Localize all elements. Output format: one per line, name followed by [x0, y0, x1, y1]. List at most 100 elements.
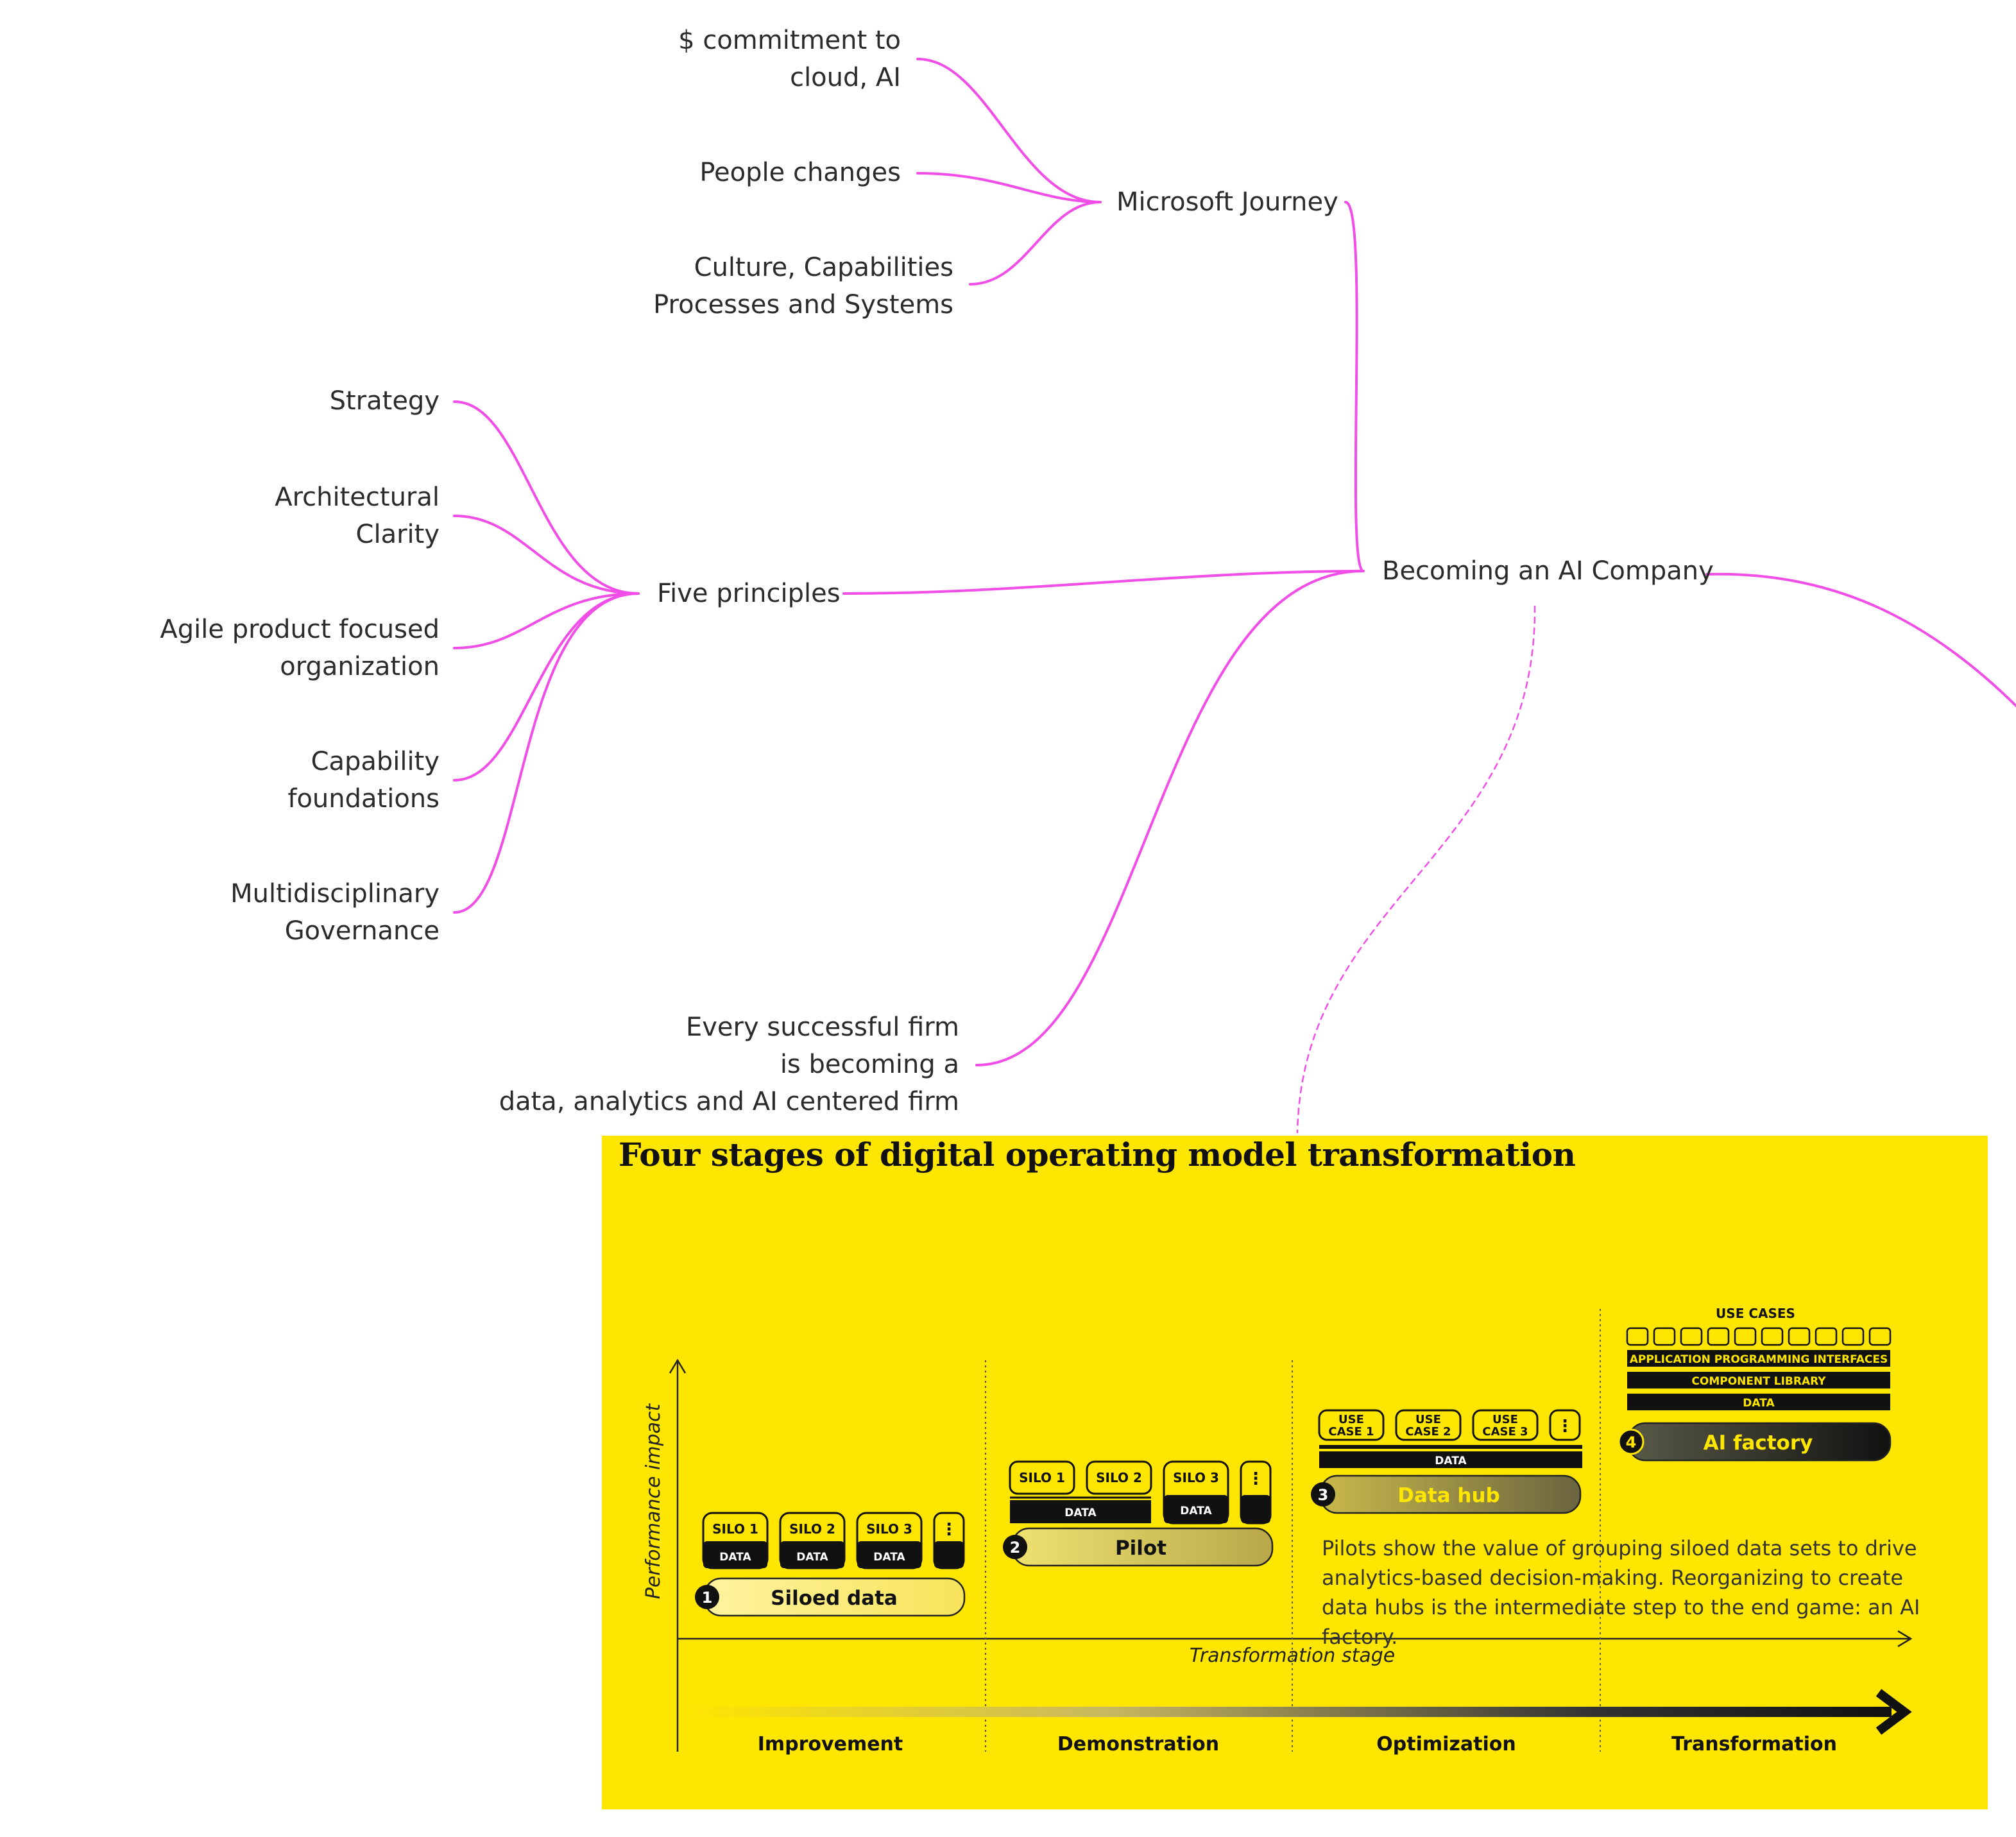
layer-api: [1627, 1350, 1890, 1367]
node-line: Architectural: [275, 483, 440, 512]
x-axis-arrow: [1897, 1630, 1913, 1648]
stage-data-hub[interactable]: USE CASE 1 USE CASE 2 USE CASE 3 ⋮ DATA: [1311, 1409, 1582, 1514]
node-multidisciplinary-governance[interactable]: Multidisciplinary Governance: [230, 875, 440, 950]
connector-root-offscreen: [1705, 572, 2016, 707]
phase-demonstration: Demonstration: [1057, 1733, 1219, 1756]
use-case-3: USE CASE 3: [1472, 1409, 1539, 1441]
y-axis-label: Performance impact: [642, 1403, 665, 1600]
node-microsoft-journey[interactable]: Microsoft Journey: [1116, 184, 1338, 221]
stage-number: 4: [1626, 1433, 1637, 1451]
stage-number-badge: [695, 1585, 719, 1609]
stage-number: 2: [1010, 1539, 1021, 1557]
connector-group: [453, 58, 2016, 1134]
stage-number-badge: [1003, 1535, 1027, 1559]
node-line: organization: [280, 652, 440, 681]
use-case-line: CASE 2: [1405, 1425, 1451, 1439]
node-line: Culture, Capabilities: [694, 253, 953, 282]
use-case-1: USE CASE 1: [1318, 1409, 1385, 1441]
node-agile-organization[interactable]: Agile product focused organization: [160, 611, 440, 685]
use-case-line: USE: [1338, 1413, 1364, 1426]
node-line: People changes: [699, 158, 901, 187]
layer-data: [1627, 1394, 1890, 1410]
stage-name: Pilot: [1115, 1537, 1166, 1560]
infographic-description: Pilots show the value of grouping siloed…: [1322, 1536, 1920, 1649]
silo-more: ⋮: [933, 1512, 965, 1569]
data-label: DATA: [1180, 1505, 1212, 1517]
pilot-silo-more: ⋮: [1240, 1460, 1272, 1525]
stage-ai-factory[interactable]: USE CASES APPLICATION PROGRAMMING INTERF…: [1618, 1306, 1892, 1462]
node-capability-foundations[interactable]: Capability foundations: [287, 743, 440, 817]
data-label: DATA: [1435, 1455, 1467, 1467]
node-people-changes[interactable]: People changes: [699, 154, 901, 191]
node-every-successful-firm[interactable]: Every successful firm is becoming a data…: [499, 1009, 959, 1120]
stage-name: AI factory: [1704, 1431, 1813, 1455]
connector-culture: [969, 201, 1102, 286]
more-icon: ⋮: [1247, 1469, 1264, 1489]
node-line: Agile product focused: [160, 615, 440, 644]
connector-strategy: [453, 400, 640, 595]
infographic-digital-operating-model[interactable]: Four stages of digital operating model t…: [602, 1136, 1988, 1809]
node-line: Multidisciplinary: [230, 879, 440, 909]
pilot-shared-data-bar: [1010, 1500, 1151, 1523]
connector-microsoft-root: [1344, 201, 1365, 572]
node-root-becoming-ai-company[interactable]: Becoming an AI Company: [1382, 552, 1714, 590]
node-commitment[interactable]: $ commitment to cloud, AI: [678, 22, 901, 96]
use-case-line: USE: [1415, 1413, 1441, 1426]
silo-label: SILO 2: [789, 1521, 835, 1537]
node-line: Capability: [311, 747, 440, 776]
node-line: cloud, AI: [790, 63, 901, 92]
use-case-line: CASE 3: [1482, 1425, 1528, 1439]
phase-optimization: Optimization: [1376, 1733, 1516, 1756]
node-line: foundations: [287, 784, 440, 814]
node-label: Becoming an AI Company: [1382, 556, 1714, 586]
stage-number: 1: [702, 1589, 713, 1607]
silo-label: SILO 1: [712, 1521, 758, 1537]
node-line: Every successful firm: [685, 1012, 959, 1042]
connector-governance: [453, 592, 640, 914]
node-line: Governance: [284, 916, 440, 946]
layer-component-label: COMPONENT LIBRARY: [1691, 1375, 1826, 1388]
node-line: Strategy: [329, 386, 440, 416]
silo-label: SILO 2: [1096, 1470, 1142, 1485]
data-label: DATA: [873, 1551, 905, 1564]
stage-siloed-data[interactable]: SILO 1 DATA SILO 2 DATA SILO 3 DATA ⋮: [695, 1512, 966, 1617]
data-hub-bar: [1319, 1451, 1582, 1468]
more-icon: ⋮: [941, 1520, 957, 1539]
progress-arrow-shaft: [685, 1707, 1892, 1717]
layer-component-library: [1627, 1372, 1890, 1388]
use-cases-heading: USE CASES: [1716, 1306, 1795, 1321]
node-strategy[interactable]: Strategy: [330, 382, 440, 420]
node-label: Microsoft Journey: [1116, 187, 1338, 217]
connector-architectural: [453, 515, 640, 595]
data-label: DATA: [1064, 1507, 1097, 1519]
connector-root-infographic: [1296, 605, 1536, 1134]
silo-label: SILO 3: [866, 1521, 912, 1537]
data-hub-line: [1319, 1445, 1582, 1449]
stage-number: 3: [1318, 1486, 1329, 1504]
use-case-line: CASE 1: [1328, 1425, 1374, 1439]
node-line: $ commitment to: [678, 26, 901, 55]
node-line: data, analytics and AI centered firm: [499, 1087, 959, 1116]
connector-principles-root: [842, 570, 1365, 595]
stage-pilot[interactable]: SILO 1 SILO 2 DATA SILO 3 DATA ⋮ 2: [1003, 1460, 1274, 1567]
silo-label: SILO 3: [1173, 1470, 1219, 1485]
node-label: Five principles: [657, 579, 841, 608]
stage-name: Siloed data: [771, 1587, 898, 1610]
use-case-2: USE CASE 2: [1395, 1409, 1462, 1441]
node-line: Processes and Systems: [653, 290, 953, 320]
connector-people: [916, 172, 1102, 203]
more-icon: ⋮: [1557, 1417, 1573, 1436]
phase-improvement: Improvement: [758, 1733, 903, 1756]
node-culture[interactable]: Culture, Capabilities Processes and Syst…: [653, 249, 953, 323]
stage-number-badge: [1618, 1428, 1644, 1455]
node-five-principles[interactable]: Five principles: [657, 575, 841, 612]
phase-transformation: Transformation: [1671, 1733, 1837, 1756]
stage-number-badge: [1311, 1482, 1335, 1507]
node-architectural-clarity[interactable]: Architectural Clarity: [275, 479, 440, 553]
stage-dividers: [985, 1309, 1601, 1752]
use-case-line: USE: [1492, 1413, 1518, 1426]
connector-agile: [453, 592, 640, 649]
axes: [669, 1358, 1913, 1752]
node-line: is becoming a: [780, 1050, 959, 1079]
